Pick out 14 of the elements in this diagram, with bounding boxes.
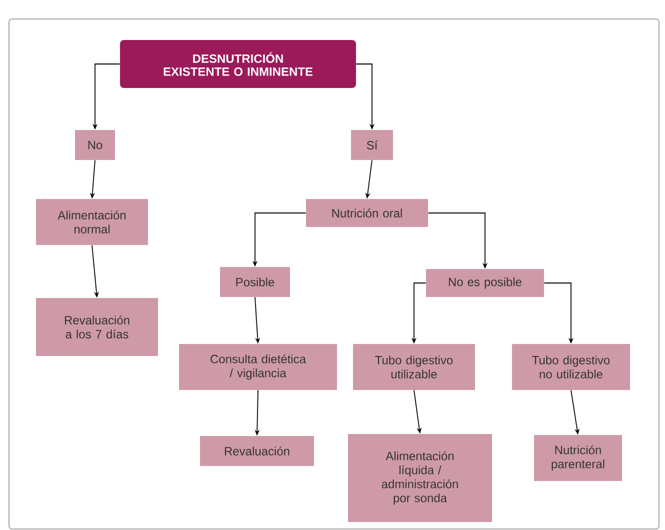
process-box: Posible [220,267,290,297]
process-box: Alimentación líquida / administración por sonda [348,434,492,522]
process-box: Tubo digestivo utilizable [353,344,475,390]
title-box: DESNUTRICIÓN EXISTENTE O INMINENTE [120,40,356,88]
process-box: Revaluación a los 7 días [36,298,158,356]
process-box: Consulta dietética / vigilancia [179,344,337,390]
process-box: No es posible [426,269,544,297]
process-box: Revaluación [200,436,314,466]
process-box: Nutrición oral [306,199,428,227]
process-box: Sí [351,130,393,160]
process-box: No [75,130,115,160]
process-box: Nutrición parenteral [534,435,622,481]
process-box: Alimentación normal [36,199,148,245]
process-box: Tubo digestivo no utilizable [512,344,630,390]
